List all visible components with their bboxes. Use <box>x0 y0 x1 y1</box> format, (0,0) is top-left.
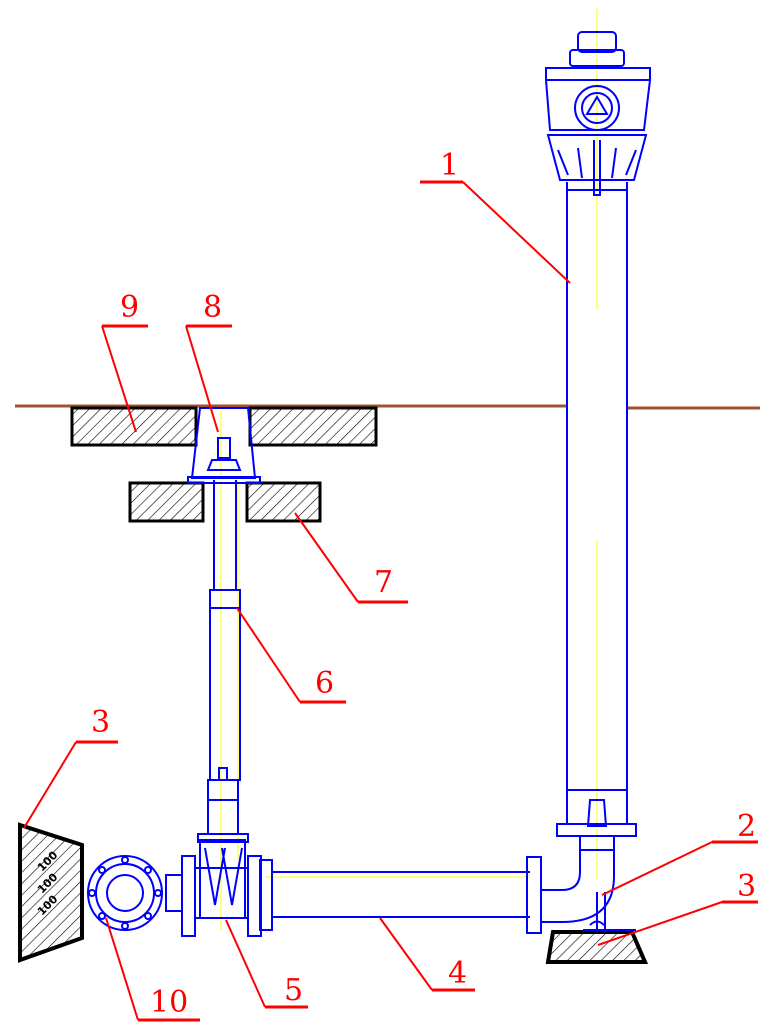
slab-right-top <box>248 406 378 447</box>
flange-end-view <box>87 855 183 931</box>
callout-3-right: 3 <box>737 869 756 904</box>
horizontal-pipe <box>259 856 542 934</box>
slab-left-bottom <box>128 481 205 523</box>
center-axes <box>220 8 598 930</box>
callout-10: 10 <box>150 985 188 1020</box>
valve-key-rod <box>209 480 241 781</box>
surface-box <box>187 407 261 484</box>
support-block-base <box>545 930 649 964</box>
callout-4: 4 <box>448 956 467 991</box>
callout-leaders <box>23 180 758 1022</box>
callout-7: 7 <box>374 565 393 600</box>
callout-8: 8 <box>203 290 222 325</box>
support-block-left: 100 100 100 <box>18 822 84 963</box>
ground-line <box>15 404 760 410</box>
callout-2: 2 <box>737 809 756 844</box>
callout-3-left: 3 <box>91 705 110 740</box>
hydrant-column <box>540 31 651 932</box>
callout-1: 1 <box>440 148 459 183</box>
callout-5: 5 <box>284 973 303 1008</box>
callout-6: 6 <box>315 666 334 701</box>
slab-right-bottom <box>245 481 322 523</box>
callout-9: 9 <box>120 290 139 325</box>
